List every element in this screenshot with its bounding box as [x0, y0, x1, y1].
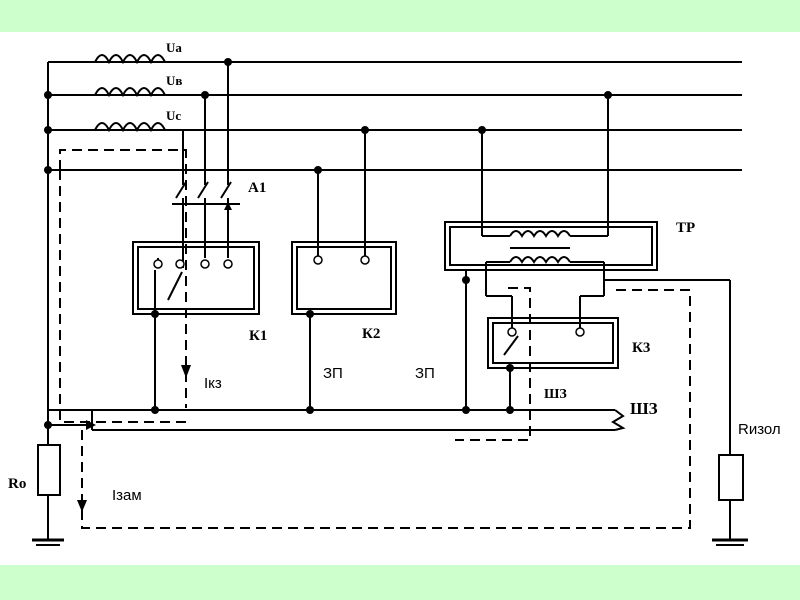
junction-dot: [506, 364, 514, 372]
junction-dot: [44, 126, 52, 134]
label-izam: Iзам: [112, 487, 142, 504]
label-uc: Uс: [166, 108, 181, 123]
shz-path: [455, 287, 531, 441]
label-k1: К1: [249, 328, 267, 344]
junction-dot: [201, 91, 209, 99]
coil-a: [94, 54, 166, 65]
top-band: [0, 0, 800, 32]
label-shz-2: ШЗ: [630, 399, 658, 418]
junction-dot: [604, 91, 612, 99]
k3-box-outer: [487, 317, 619, 369]
label-shz-1: ШЗ: [544, 387, 567, 402]
junction-dot: [306, 406, 314, 414]
k1-terminal: [200, 259, 210, 269]
k3-box-inner: [492, 322, 614, 364]
ikz-path-upper: [59, 149, 187, 408]
bottom-band: [0, 565, 800, 600]
a1-arrow-head: [224, 202, 232, 210]
k1-box-outer: [132, 241, 260, 315]
tr-box-inner: [449, 226, 653, 266]
a1-contact-2: [197, 181, 209, 199]
ikz-arrow-head: [181, 365, 191, 378]
junction-dot: [462, 406, 470, 414]
coil-c: [94, 122, 166, 133]
k1-terminal: [153, 259, 163, 269]
label-k3: К3: [632, 340, 650, 356]
label-zp-1: ЗП: [323, 365, 343, 382]
k3-terminal: [507, 327, 517, 337]
k1-terminal: [223, 259, 233, 269]
a1-contact-1: [175, 181, 187, 199]
ground-bus-break: [611, 409, 626, 431]
label-ua: Uа: [166, 40, 182, 55]
izam-arrow-head: [77, 500, 87, 512]
label-k2: К2: [362, 326, 380, 342]
k2-terminal: [360, 255, 370, 265]
tr-box-outer: [444, 221, 658, 271]
junction-dot: [44, 166, 52, 174]
a1-contact-3: [220, 181, 232, 199]
k2-box-inner: [296, 246, 392, 310]
junction-dot: [306, 310, 314, 318]
label-rizol: Rизол: [738, 421, 781, 438]
coil-b: [94, 87, 166, 98]
label-tr: ТР: [676, 220, 695, 236]
junction-dot: [151, 310, 159, 318]
k1-box-inner: [137, 246, 255, 310]
junction-dot: [361, 126, 369, 134]
label-r0: Rо: [8, 476, 26, 492]
k3-terminal: [575, 327, 585, 337]
k2-box-outer: [291, 241, 397, 315]
label-ikz: Iкз: [204, 375, 222, 392]
junction-dot: [506, 406, 514, 414]
junction-dot: [478, 126, 486, 134]
junction-dot: [462, 276, 470, 284]
label-a1: А1: [248, 180, 266, 196]
label-zp-2: ЗП: [415, 365, 435, 382]
ikz-path-return: [59, 170, 186, 423]
junction-dot: [44, 91, 52, 99]
k1-terminal: [175, 259, 185, 269]
junction-dot: [44, 421, 52, 429]
junction-dot: [314, 166, 322, 174]
tr-primary-winding: [509, 230, 571, 238]
diagram-canvas: [0, 32, 800, 565]
k3-fault-contact: [503, 335, 519, 356]
label-ub: Uв: [166, 73, 182, 88]
junction-dot: [151, 406, 159, 414]
r0-arrow-head: [86, 420, 96, 430]
k1-fault-contact: [167, 271, 183, 301]
junction-dot: [224, 58, 232, 66]
k2-terminal: [313, 255, 323, 265]
tr-secondary-winding: [509, 256, 571, 264]
izam-path: [81, 289, 691, 529]
